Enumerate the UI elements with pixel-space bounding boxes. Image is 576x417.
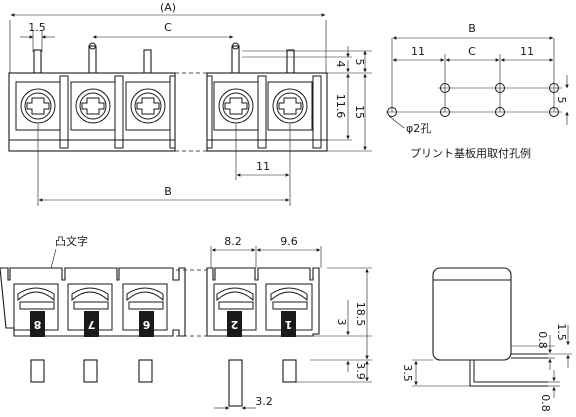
pcb-dim-b-label: B: [468, 22, 476, 35]
dim-pin-5-label: 5: [353, 59, 366, 66]
dim-82-label: 8.2: [224, 235, 242, 248]
dim-96-label: 9.6: [280, 235, 298, 248]
dim-3-label: 3: [335, 319, 348, 326]
terminal-number-6: 6: [142, 318, 150, 331]
dim-39-label: 3.9: [354, 362, 367, 380]
dim-pin-width-label: 1.5: [28, 21, 46, 34]
side-view: 0.8 1.5 3.5 0.8: [401, 267, 572, 412]
top-view: (A) 1.5 C: [8, 1, 372, 206]
pcb-hole-label: φ2孔: [406, 122, 431, 135]
pcb-dim-c-label: C: [468, 45, 476, 58]
pcb-dim-11-right-label: 11: [520, 45, 534, 58]
front-terminals: 8 7 6 2 1: [13, 283, 313, 337]
pcb-layout: B 11 C 11 5 φ2孔 プリント基板用取付孔例: [386, 22, 569, 160]
pcb-caption: プリント基板用取付孔例: [410, 146, 531, 160]
terminal-number-8: 8: [34, 318, 42, 331]
top-pins: [33, 42, 295, 74]
dim-b-label: B: [164, 185, 172, 198]
pcb-dim-11-left-label: 11: [411, 45, 425, 58]
side-dim-08-bottom-label: 0.8: [539, 394, 552, 412]
dim-pin-4-label: 4: [334, 61, 347, 68]
front-pins: [30, 359, 297, 407]
dim-c-label: C: [164, 21, 172, 34]
side-dim-15-label: 1.5: [555, 323, 568, 341]
terminal-number-1: 1: [285, 318, 293, 331]
dim-185-label: 18.5: [354, 302, 367, 327]
side-dim-08-top-label: 0.8: [536, 331, 549, 349]
dim-overall-label: (A): [160, 1, 176, 14]
dim-32-label: 3.2: [255, 395, 273, 408]
dim-height-116-label: 11.6: [334, 94, 347, 119]
pcb-dim-5-label: 5: [555, 97, 568, 104]
dim-pitch-11-label: 11: [256, 160, 270, 173]
terminal-number-7: 7: [88, 318, 96, 331]
dim-height-15-label: 15: [353, 105, 366, 119]
terminal-number-2: 2: [231, 318, 239, 331]
front-view: 凸文字 8 7 6 2: [0, 234, 372, 410]
emboss-label: 凸文字: [55, 234, 88, 248]
top-body-left: [8, 72, 176, 152]
side-body: [432, 267, 512, 361]
pcb-holes: [386, 83, 562, 117]
side-dim-35-label: 3.5: [401, 364, 414, 382]
